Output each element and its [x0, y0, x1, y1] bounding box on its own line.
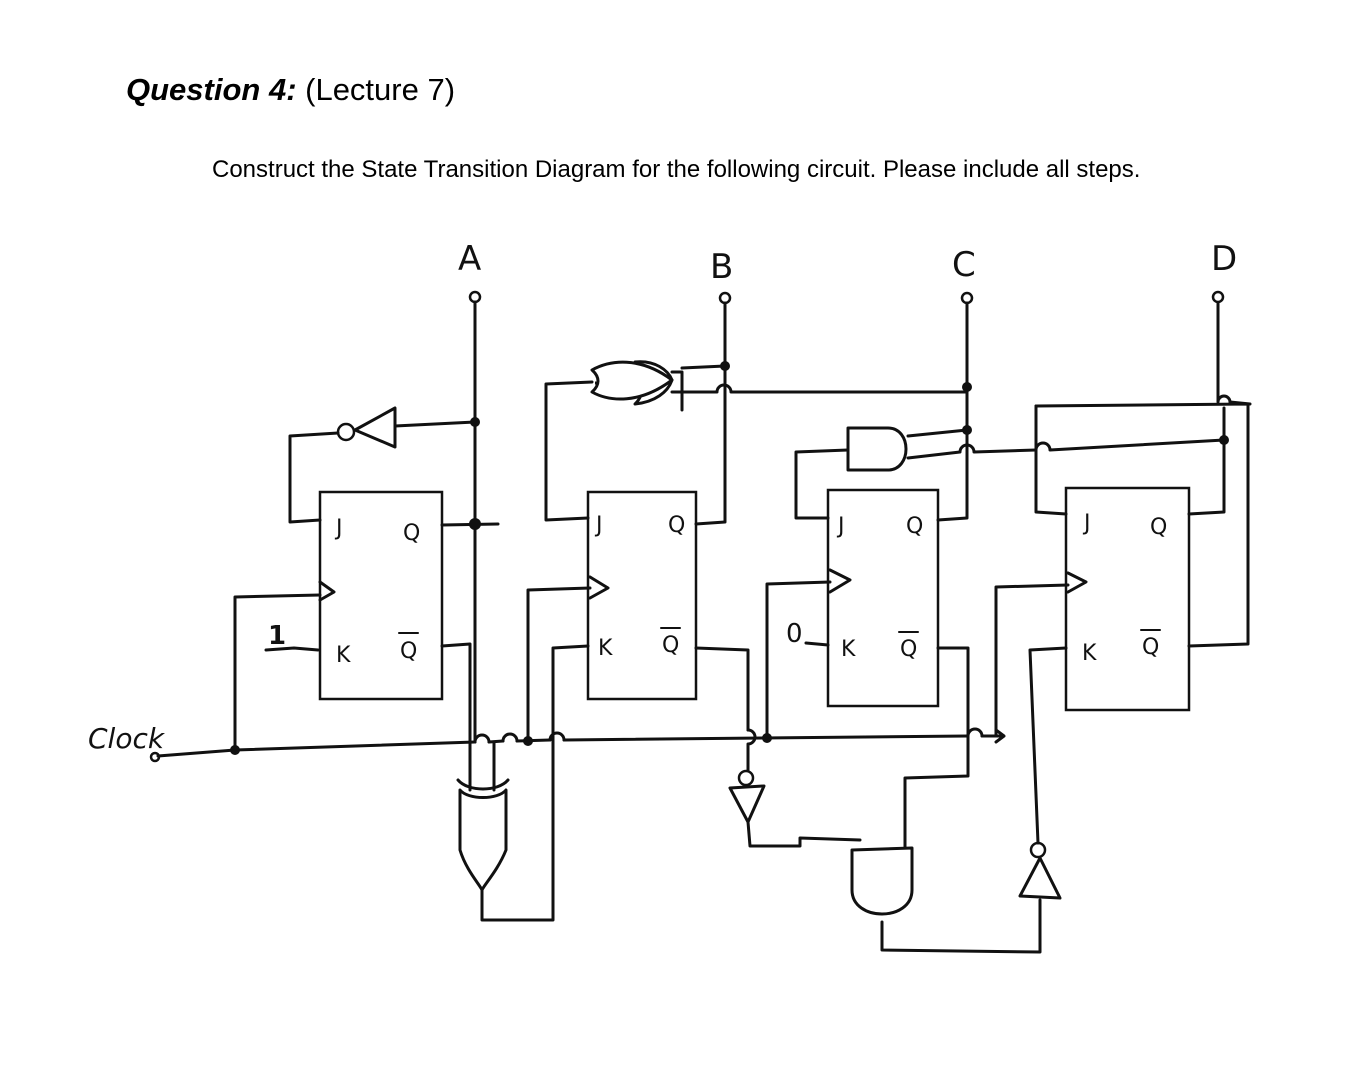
- clock-label: Clock: [88, 722, 166, 755]
- clock-tap-ff-d: [994, 583, 1070, 738]
- clock-tap-ff-c: [765, 580, 832, 740]
- or-gate-to-ff-b-j: [544, 380, 594, 522]
- ff-a-qbar-label: Q: [400, 639, 417, 664]
- flipflop-d-box: [1064, 486, 1191, 712]
- c-to-or-wire: [670, 383, 969, 394]
- xor-gate-lower-arc: [456, 778, 510, 791]
- output-c-wire: [936, 301, 969, 522]
- output-b-wire: [694, 301, 727, 526]
- inverter-b: [728, 784, 766, 824]
- lecture-reference: (Lecture 7): [296, 72, 456, 107]
- question-number: Question 4:: [126, 72, 297, 107]
- and-lower-output-wire: [880, 898, 1042, 954]
- inverter-d-to-ff-d-k: [1028, 646, 1068, 845]
- instruction-text: Construct the State Transition Diagram f…: [212, 156, 1141, 183]
- ff-c-qbar-label: Q: [900, 637, 917, 662]
- inverter-d: [1018, 856, 1062, 900]
- ff-d-qbar-label: Q: [1142, 635, 1159, 660]
- clock-wire-2: [487, 739, 505, 744]
- xor-gate-lower-inputs: [468, 748, 496, 792]
- output-c-label: C: [952, 245, 976, 285]
- clock-hop-4: [966, 727, 984, 738]
- inverter-a-bubble: [336, 422, 356, 442]
- flipflop-c-clock-marker: [828, 568, 852, 594]
- or-gate-input-b: [680, 364, 727, 370]
- clock-wire-1: [156, 740, 477, 758]
- ff-b-qbar-label: Q: [662, 633, 679, 658]
- ff-b-q-label: Q: [668, 513, 685, 538]
- inverter-d-bubble: [1029, 841, 1047, 859]
- xor-lower-to-ff-b-k: [551, 644, 590, 742]
- ff-d-j-label: J: [1082, 511, 1091, 536]
- flipflop-a-clock-marker: [318, 580, 336, 602]
- constant-zero-wire: [804, 641, 830, 647]
- clock-hop-2: [501, 732, 519, 743]
- constant-zero-label: 0: [786, 619, 803, 649]
- ff-c-j-label: J: [836, 514, 845, 539]
- flipflop-b-clock-marker: [588, 575, 610, 600]
- ff-a-j-label: J: [334, 516, 343, 541]
- flipflop-b-box: [586, 490, 698, 701]
- ff-d-q-label: Q: [1150, 515, 1167, 540]
- ff-d-qbar-feedback: [1034, 402, 1250, 648]
- question-heading: Question 4: (Lecture 7): [126, 72, 455, 108]
- ff-b-qbar-hop: [746, 728, 757, 772]
- or-gate-input-a: [670, 370, 684, 412]
- and-gate-upper: [846, 426, 908, 472]
- inverter-a-to-j-wire: [288, 431, 340, 524]
- inverter-b-output: [746, 820, 862, 848]
- flipflop-d-clock-marker: [1066, 571, 1088, 594]
- ff-b-j-label: J: [594, 513, 603, 538]
- ff-c-qbar-wire: [903, 646, 970, 852]
- clock-hop-3: [548, 731, 566, 742]
- constant-one-label: 1: [268, 621, 286, 651]
- xor-lower-output-wire: [480, 738, 555, 922]
- flipflop-c-box: [826, 488, 940, 708]
- feedback-to-ff-d-j: [1034, 404, 1068, 516]
- d-to-and-wire: [1034, 438, 1226, 452]
- output-d-wire: [1216, 301, 1252, 406]
- ff-a-k-label: K: [336, 643, 351, 668]
- and-gate-lower: [850, 846, 914, 916]
- clock-tap-ff-b: [526, 586, 592, 743]
- clock-wire-end: [980, 728, 1006, 744]
- or-gate-upper-body: [590, 360, 674, 401]
- ff-d-k-label: K: [1082, 641, 1097, 666]
- output-d-terminal: [1211, 290, 1225, 304]
- ff-c-k-label: K: [841, 637, 856, 662]
- ff-d-q-wire: [1187, 406, 1226, 516]
- output-b-label: B: [710, 247, 733, 287]
- ff-c-q-label: Q: [906, 514, 923, 539]
- inverter-a: [353, 406, 397, 449]
- xor-gate-lower: [458, 788, 508, 892]
- output-a-label: A: [458, 239, 481, 279]
- and-upper-input-c: [906, 428, 969, 438]
- constant-one-wire: [264, 646, 320, 652]
- ff-b-qbar-wire: [694, 646, 750, 732]
- ff-a-q-junction: [469, 518, 481, 530]
- and-upper-input-d: [906, 443, 1038, 460]
- and-upper-to-ff-c-j: [794, 448, 850, 520]
- inverter-b-bubble: [737, 769, 755, 787]
- ff-a-qbar-wire: [440, 642, 472, 752]
- ff-c-or-junction: [962, 382, 972, 392]
- output-d-label: D: [1211, 239, 1237, 279]
- ff-b-k-label: K: [598, 636, 613, 661]
- ff-a-q-label: Q: [403, 521, 420, 546]
- clock-wire-3: [515, 738, 552, 743]
- clock-hop-1: [473, 733, 491, 744]
- inverter-a-input-wire: [393, 420, 477, 428]
- clock-tap-ff-a: [233, 593, 322, 752]
